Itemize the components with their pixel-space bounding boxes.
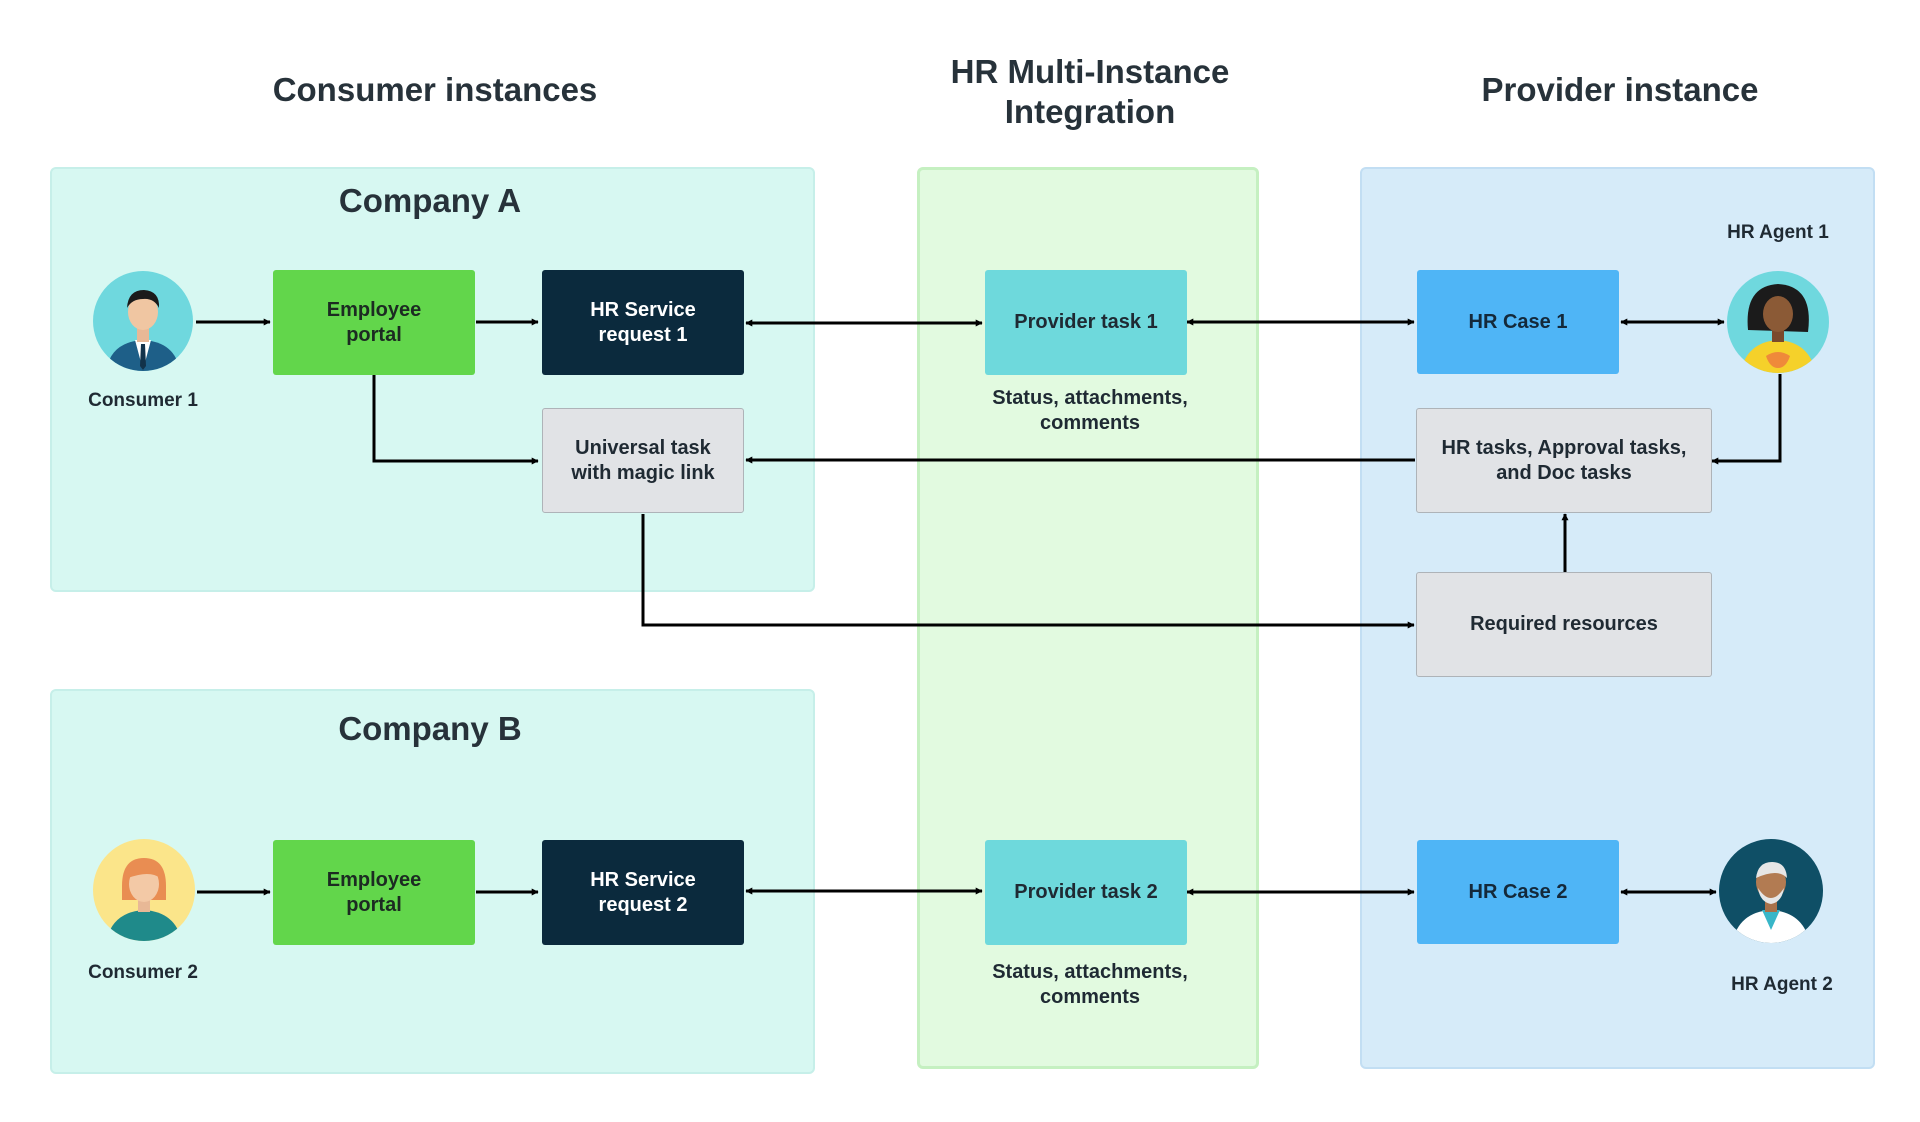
box-line: Employee [326, 868, 422, 891]
provider-instance-header: Provider instance [1481, 71, 1759, 108]
company-a-region [50, 167, 815, 592]
caption-line: Status, attachments, [992, 387, 1188, 409]
required-resources-box: Required resources [1416, 572, 1712, 677]
hr-service-request-1: HR Service request 1 [542, 270, 744, 375]
box-line: portal [346, 893, 402, 916]
box-line: request 2 [598, 893, 688, 916]
header-line: Integration [1004, 92, 1176, 130]
box-line: HR Service [590, 298, 696, 321]
hr-agent-2-avatar-icon [1719, 839, 1823, 943]
hr-case-1: HR Case 1 [1417, 270, 1619, 374]
hr-agent-2-label: HR Agent 2 [1731, 974, 1833, 995]
company-b-title: Company B [338, 710, 522, 747]
provider-task-2-caption: Status, attachments, comments [960, 960, 1220, 1010]
hr-agent-1-avatar-icon [1727, 271, 1829, 373]
box-line: Universal task [575, 436, 711, 459]
consumer-1-label: Consumer 1 [88, 390, 198, 411]
hr-multi-instance-integration-header: HR Multi-Instance Integration [900, 52, 1280, 131]
employee-portal-a: Employee portal [273, 270, 475, 375]
arrow-portal-to-universal-task [372, 375, 539, 465]
provider-task-1: Provider task 1 [985, 270, 1187, 375]
box-line: and Doc tasks [1496, 461, 1632, 484]
hr-service-request-2: HR Service request 2 [542, 840, 744, 945]
box-line: request 1 [598, 323, 688, 346]
consumer-instances-header: Consumer instances [272, 71, 598, 108]
header-line: HR Multi-Instance [950, 53, 1230, 90]
box-line: HR tasks, Approval tasks, [1441, 436, 1687, 459]
arrow-agent1-to-hr-tasks [1711, 374, 1782, 465]
universal-task-box: Universal task with magic link [542, 408, 744, 513]
box-line: with magic link [571, 461, 715, 484]
hr-tasks-box: HR tasks, Approval tasks, and Doc tasks [1416, 408, 1712, 513]
box-line: Employee [326, 298, 422, 321]
consumer-2-avatar-icon [93, 839, 195, 941]
consumer-1-avatar-icon [93, 271, 193, 371]
hr-case-2: HR Case 2 [1417, 840, 1619, 944]
caption-line: Status, attachments, [992, 961, 1188, 983]
caption-line: comments [1039, 412, 1141, 434]
company-a-title: Company A [338, 182, 522, 219]
box-line: portal [346, 323, 402, 346]
provider-task-2: Provider task 2 [985, 840, 1187, 945]
employee-portal-b: Employee portal [273, 840, 475, 945]
hr-agent-1-label: HR Agent 1 [1727, 222, 1829, 243]
provider-task-1-caption: Status, attachments, comments [960, 386, 1220, 436]
caption-line: comments [1039, 986, 1141, 1008]
consumer-2-label: Consumer 2 [88, 962, 198, 983]
arrow-universal-task-to-required-resources [641, 514, 1415, 629]
box-line: HR Service [590, 868, 696, 891]
